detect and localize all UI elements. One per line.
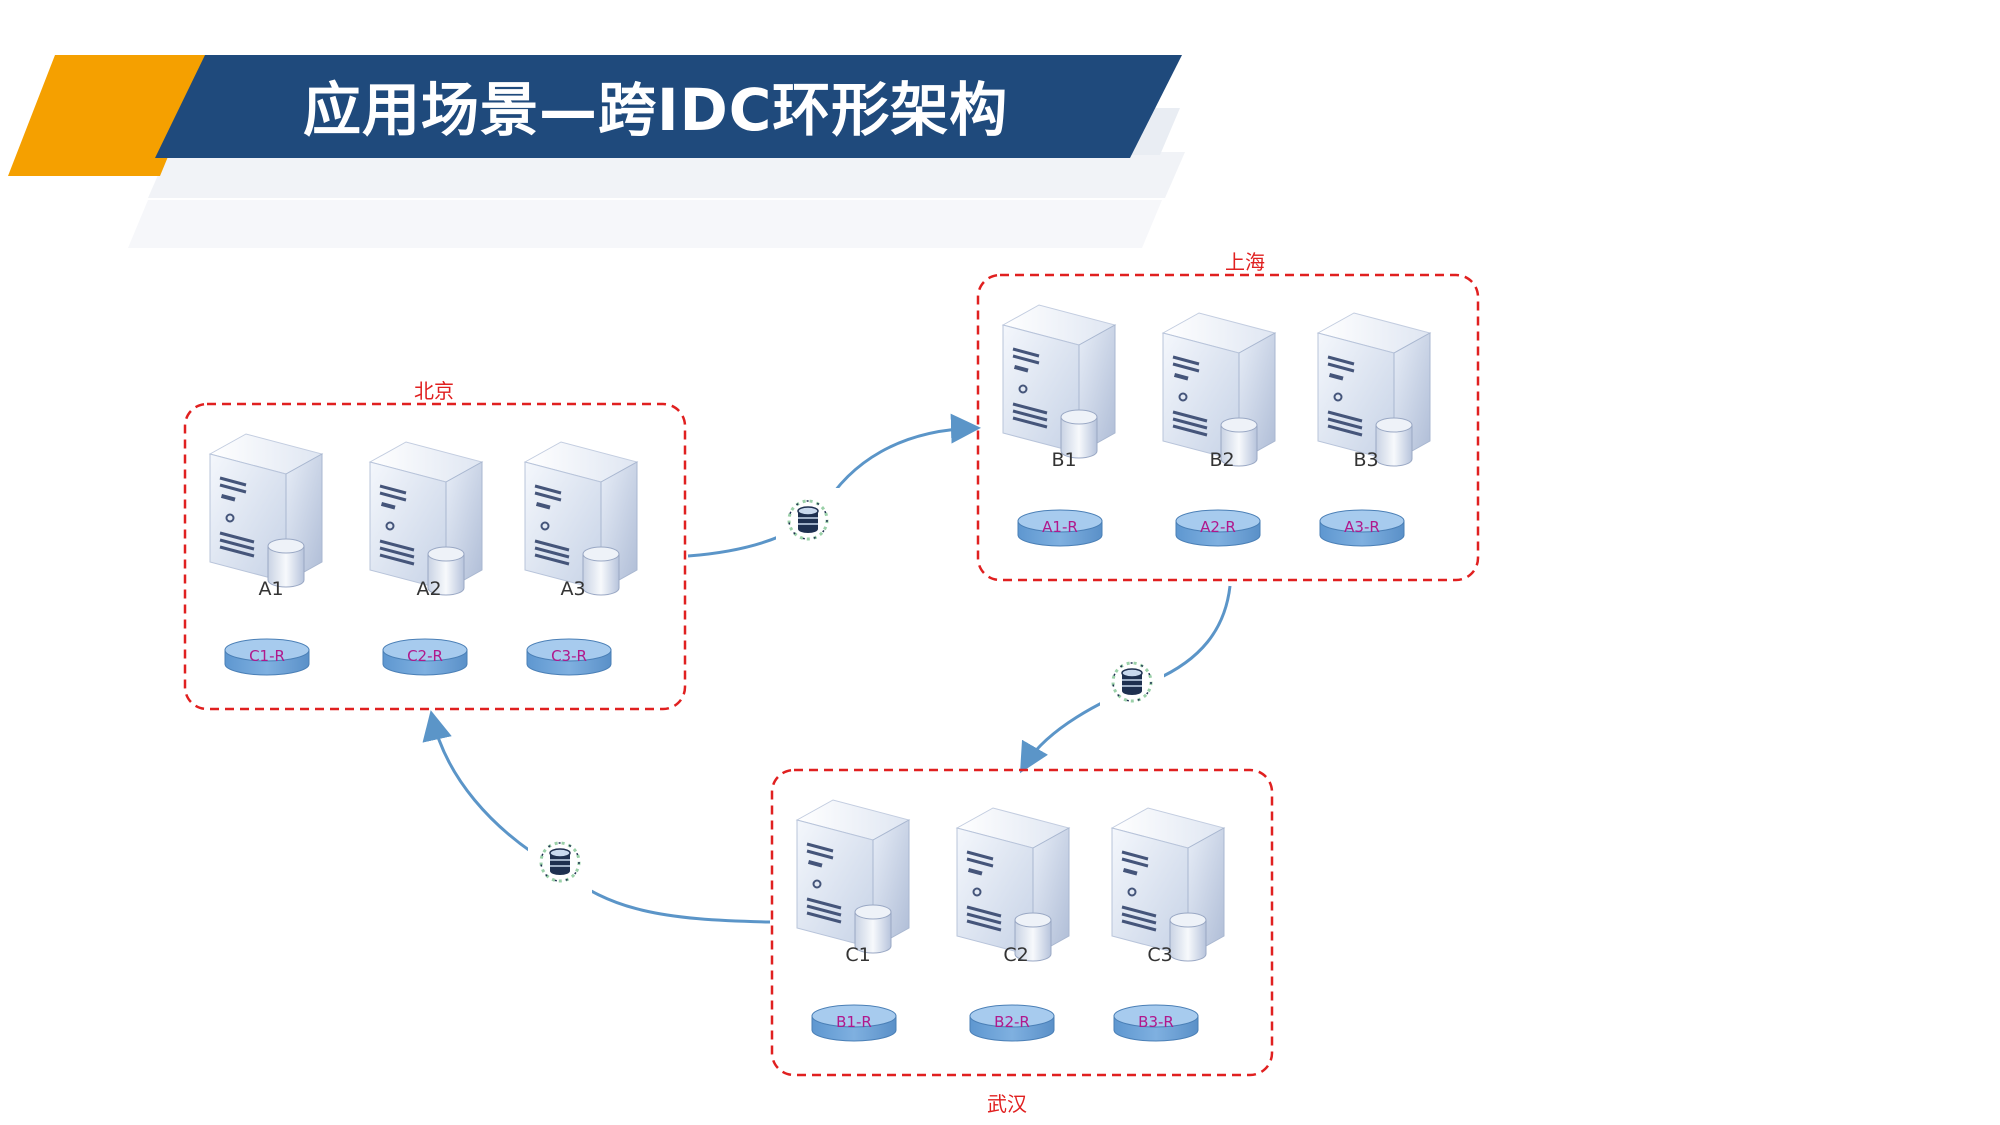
server-label: A3 (560, 578, 586, 600)
server-label: B2 (1209, 449, 1235, 471)
replica-label: B3-R (1138, 1013, 1174, 1031)
link-wuhan-beijing (422, 710, 771, 924)
site-box-beijing (183, 402, 687, 711)
site-label-wuhan: 武汉 (987, 1092, 1027, 1116)
replica-label: A1-R (1042, 518, 1078, 536)
server-icon (1316, 311, 1432, 468)
replica-label: C1-R (249, 647, 285, 665)
site-box-shanghai (976, 273, 1480, 582)
server-icon (523, 440, 639, 597)
site-label-beijing: 北京 (414, 379, 454, 403)
server-label: C3 (1147, 944, 1173, 966)
server-nodes (208, 303, 1432, 1042)
replica-label: A3-R (1344, 518, 1380, 536)
banner-orange-accent (8, 55, 210, 176)
server-label: C1 (845, 944, 871, 966)
replica-label: A2-R (1200, 518, 1236, 536)
server-icon (208, 432, 324, 589)
database-sync-icon (1098, 648, 1166, 716)
server-label: A1 (258, 578, 284, 600)
database-sync-icon (526, 828, 594, 896)
server-icon (1001, 303, 1117, 460)
database-sync-icon (774, 486, 842, 554)
server-icon (955, 806, 1071, 963)
site-box-wuhan (770, 768, 1274, 1077)
server-icon (1161, 311, 1277, 468)
server-label: B1 (1051, 449, 1077, 471)
replica-label: B2-R (994, 1013, 1030, 1031)
title-banner (8, 55, 1185, 248)
page-title: 应用场景—跨IDC环形架构 (303, 76, 1009, 144)
server-icon (795, 798, 911, 955)
replica-label: C3-R (551, 647, 587, 665)
server-label: B3 (1353, 449, 1379, 471)
banner-blue-bar (155, 55, 1182, 158)
server-label: A2 (416, 578, 442, 600)
server-icon (368, 440, 484, 597)
server-icon (1110, 806, 1226, 963)
replica-label: B1-R (836, 1013, 872, 1031)
site-label-shanghai: 上海 (1225, 250, 1265, 274)
replica-label: C2-R (407, 647, 443, 665)
server-label: C2 (1003, 944, 1029, 966)
